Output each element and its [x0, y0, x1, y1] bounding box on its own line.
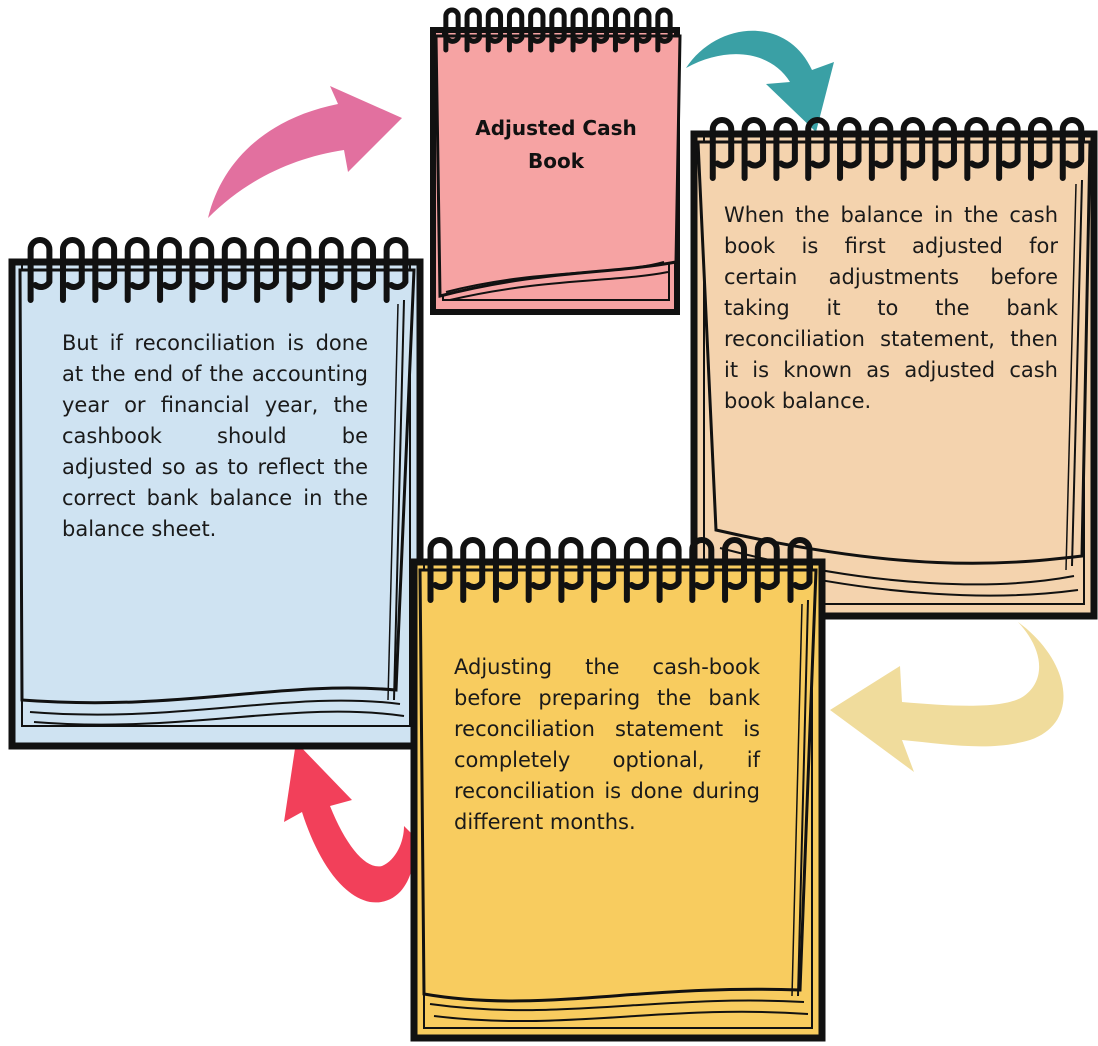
spiral-loop-icon [558, 537, 584, 603]
top-notepad [430, 7, 682, 315]
spiral-loop-icon [623, 537, 649, 603]
spiral-loop-icon [591, 537, 617, 603]
spiral-loop-icon [964, 117, 989, 181]
spiral-loop-icon [837, 117, 862, 181]
spiral-loop-icon [351, 237, 377, 303]
spiral-binding-icon [427, 537, 813, 603]
spiral-loop-icon [787, 537, 813, 603]
spiral-loop-icon [754, 537, 780, 603]
spiral-loop-icon [427, 537, 453, 603]
spiral-loop-icon [286, 237, 312, 303]
spiral-loop-icon [655, 7, 673, 53]
right-note-text: When the balance in the cash book is fir… [724, 203, 1058, 413]
spiral-loop-icon [868, 117, 894, 181]
spiral-binding-icon [443, 7, 673, 53]
spiral-loop-icon [485, 7, 504, 53]
spiral-loop-icon [709, 117, 735, 181]
pink-arrow-icon [208, 86, 402, 218]
spiral-loop-icon [318, 237, 344, 303]
red-arrow-icon [284, 742, 415, 903]
spiral-loop-icon [460, 537, 486, 603]
spiral-loop-icon [900, 117, 926, 181]
left-note-text: But if reconciliation is done at the end… [62, 331, 368, 541]
spiral-loop-icon [92, 237, 118, 303]
right-notepad [690, 117, 1098, 620]
spiral-loop-icon [189, 237, 215, 303]
spiral-loop-icon [443, 7, 461, 53]
spiral-loop-icon [528, 7, 546, 53]
spiral-loop-icon [634, 7, 652, 53]
spiral-loop-icon [549, 7, 567, 53]
spiral-loop-icon [464, 7, 482, 53]
spiral-loop-icon [612, 7, 631, 53]
top-note-title: Adjusted Cash Book [475, 116, 637, 173]
spiral-loop-icon [722, 537, 748, 603]
left-notepad [8, 237, 424, 750]
spiral-loop-icon [383, 237, 409, 303]
spiral-loop-icon [570, 7, 588, 53]
spiral-loop-icon [1059, 117, 1085, 181]
spiral-loop-icon [1027, 117, 1053, 181]
spiral-loop-icon [492, 537, 518, 603]
bottom-note-text: Adjusting the cash-book before preparing… [454, 655, 760, 834]
spiral-loop-icon [805, 117, 830, 181]
spiral-loop-icon [221, 237, 247, 303]
spiral-loop-icon [996, 117, 1021, 181]
spiral-loop-icon [591, 7, 610, 53]
spiral-loop-icon [506, 7, 525, 53]
spiral-loop-icon [773, 117, 798, 181]
spiral-loop-icon [741, 117, 767, 181]
cream-arrow-icon [830, 622, 1064, 772]
spiral-loop-icon [656, 537, 682, 603]
teal-arrow-icon [686, 30, 834, 132]
spiral-loop-icon [157, 237, 182, 303]
spiral-loop-icon [59, 237, 85, 303]
spiral-binding-icon [709, 117, 1085, 181]
bottom-notepad [410, 537, 826, 1042]
spiral-loop-icon [525, 537, 551, 603]
spiral-loop-icon [254, 237, 279, 303]
spiral-loop-icon [124, 237, 150, 303]
spiral-loop-icon [689, 537, 715, 603]
spiral-loop-icon [932, 117, 957, 181]
spiral-loop-icon [27, 237, 53, 303]
spiral-binding-icon [27, 237, 409, 303]
